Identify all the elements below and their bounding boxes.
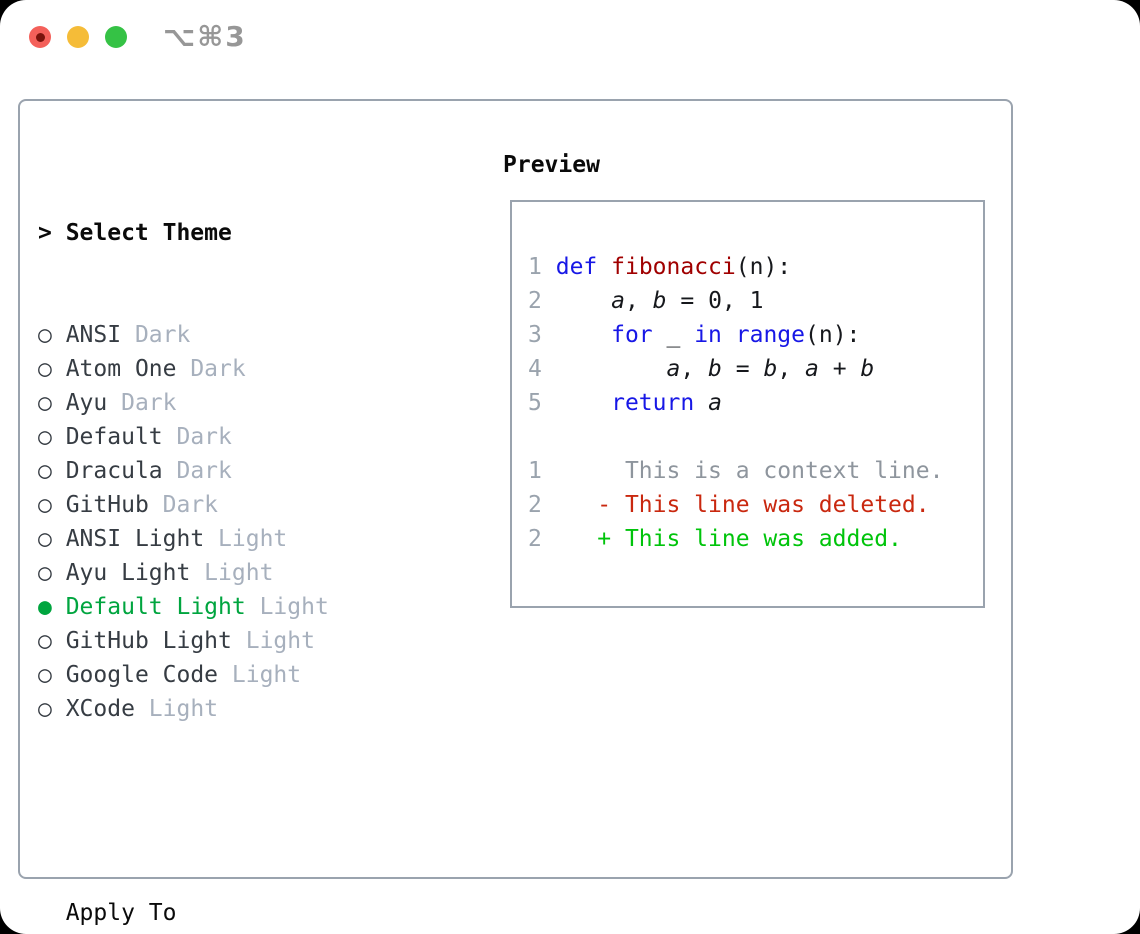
line-number: 2 — [528, 492, 542, 518]
radio-unselected-icon: ○ — [38, 322, 66, 348]
theme-option-ansi-light[interactable]: ○ ANSI Light Light — [38, 522, 483, 556]
close-dot-icon — [35, 32, 45, 42]
code-line: 2 a, b = 0, 1 — [528, 288, 764, 314]
apply-to-header: Apply To — [65, 900, 177, 926]
theme-list: ○ ANSI Dark○ Atom One Dark○ Ayu Dark○ De… — [38, 318, 483, 726]
line-number: 2 — [528, 526, 542, 552]
theme-option-dracula[interactable]: ○ Dracula Dark — [38, 454, 483, 488]
radio-selected-icon: ● — [38, 594, 66, 620]
theme-name: Default Light — [65, 594, 246, 620]
radio-unselected-icon: ○ — [38, 356, 66, 382]
theme-variant: Dark — [148, 492, 219, 518]
theme-option-ansi[interactable]: ○ ANSI Dark — [38, 318, 483, 352]
theme-name: Default — [65, 424, 163, 450]
radio-unselected-icon: ○ — [38, 492, 66, 518]
line-number: 5 — [528, 390, 542, 416]
theme-variant: Light — [245, 594, 329, 620]
theme-option-default-light[interactable]: ● Default Light Light — [38, 590, 483, 624]
theme-name: GitHub Light — [65, 628, 232, 654]
radio-unselected-icon: ○ — [38, 628, 66, 654]
preview-title: Preview — [503, 152, 600, 178]
line-number: 3 — [528, 322, 542, 348]
select-theme-label: Select Theme — [65, 220, 232, 246]
theme-name: ANSI — [65, 322, 122, 348]
prompt-caret-icon: > — [38, 220, 52, 246]
line-number: 2 — [528, 288, 542, 314]
line-number: 4 — [528, 356, 542, 382]
main-panel: >Select Theme ○ ANSI Dark○ Atom One Dark… — [18, 99, 1013, 926]
theme-variant: Light — [204, 526, 288, 552]
theme-name: Atom One — [65, 356, 177, 382]
radio-unselected-icon: ○ — [38, 662, 66, 688]
theme-name: Ayu — [65, 390, 108, 416]
theme-option-ayu-light[interactable]: ○ Ayu Light Light — [38, 556, 483, 590]
line-number: 1 — [528, 458, 542, 484]
theme-variant: Light — [190, 560, 274, 586]
theme-variant: Light — [134, 696, 219, 722]
theme-variant: Dark — [121, 322, 191, 348]
theme-name: XCode — [65, 696, 135, 722]
theme-selector: >Select Theme ○ ANSI Dark○ Atom One Dark… — [38, 148, 483, 934]
theme-variant: Dark — [176, 356, 246, 382]
theme-variant: Dark — [107, 390, 177, 416]
blank-line — [528, 420, 983, 454]
code-line: 3 for _ in range(n): — [528, 322, 861, 348]
radio-unselected-icon: ○ — [38, 424, 66, 450]
theme-variant: Dark — [162, 458, 232, 484]
radio-unselected-icon: ○ — [38, 526, 66, 552]
theme-option-atom-one[interactable]: ○ Atom One Dark — [38, 352, 483, 386]
theme-option-github-light[interactable]: ○ GitHub Light Light — [38, 624, 483, 658]
code-line: 5 return a — [528, 390, 722, 416]
line-number: 1 — [528, 254, 542, 280]
radio-unselected-icon: ○ — [38, 458, 66, 484]
window-title: ⌥⌘3 — [163, 20, 247, 53]
theme-name: Google Code — [65, 662, 219, 688]
theme-name: ANSI Light — [65, 526, 205, 552]
preview-pane: 1 def fibonacci(n): 2 a, b = 0, 1 3 for _ … — [510, 200, 985, 608]
theme-variant: Light — [218, 662, 302, 688]
close-button[interactable] — [29, 26, 51, 48]
minimize-button[interactable] — [67, 26, 89, 48]
theme-option-github[interactable]: ○ GitHub Dark — [38, 488, 483, 522]
theme-name: Dracula — [65, 458, 163, 484]
diff-context-line: 1 This is a context line. — [528, 458, 944, 484]
code-line: 1 def fibonacci(n): — [528, 254, 792, 280]
theme-option-ayu[interactable]: ○ Ayu Dark — [38, 386, 483, 420]
theme-option-xcode[interactable]: ○ XCode Light — [38, 692, 483, 726]
diff-deleted-line: 2 - This line was deleted. — [528, 492, 930, 518]
diff-added-line: 2 + This line was added. — [528, 526, 902, 552]
theme-name: Ayu Light — [65, 560, 191, 586]
select-theme-header: > Select Theme — [38, 216, 483, 250]
title-bar: ⌥⌘3 — [29, 20, 247, 53]
theme-name: GitHub — [65, 492, 149, 518]
spacer — [38, 794, 483, 828]
theme-option-google-code[interactable]: ○ Google Code Light — [38, 658, 483, 692]
code-line: 4 a, b = b, a + b — [528, 356, 875, 382]
radio-unselected-icon: ○ — [38, 696, 66, 722]
zoom-button[interactable] — [105, 26, 127, 48]
radio-unselected-icon: ○ — [38, 390, 66, 416]
theme-variant: Light — [231, 628, 315, 654]
radio-unselected-icon: ○ — [38, 560, 66, 586]
theme-option-default[interactable]: ○ Default Dark — [38, 420, 483, 454]
theme-variant: Dark — [162, 424, 232, 450]
